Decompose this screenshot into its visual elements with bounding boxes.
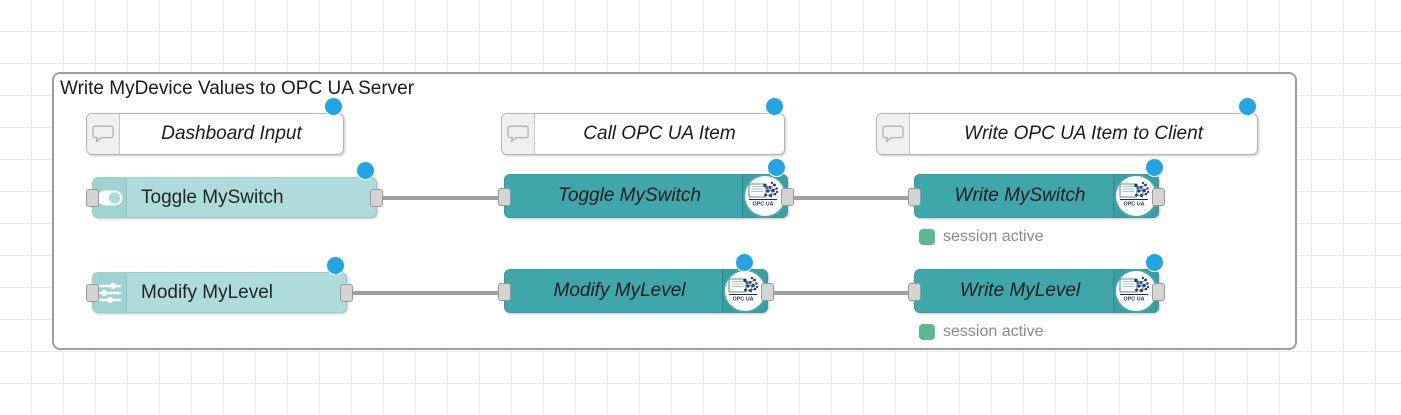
- wire-toggle-to-call: [378, 196, 504, 200]
- node-status-myswitch: session active: [919, 228, 1044, 246]
- wire-call-to-write: [788, 196, 914, 200]
- svg-text:OPC UA: OPC UA: [1124, 202, 1145, 208]
- comment-label: Write OPC UA Item to Client: [964, 123, 1203, 144]
- node-input-port[interactable]: [86, 284, 99, 302]
- opcua-item-call-node-myswitch[interactable]: Toggle MySwitch: [498, 174, 794, 218]
- node-output-port[interactable]: [1152, 283, 1165, 301]
- node-status-mylevel: session active: [919, 323, 1044, 341]
- status-indicator-green: [919, 324, 935, 340]
- toggle-switch-icon: [93, 178, 127, 217]
- comment-node-dashboard-input[interactable]: Dashboard Input: [86, 113, 344, 155]
- svg-text:OPC UA: OPC UA: [733, 297, 754, 303]
- dashboard-slider-node[interactable]: Modify MyLevel: [86, 272, 353, 313]
- node-output-port[interactable]: [1152, 188, 1165, 206]
- comment-node-call-opcua-item[interactable]: Call OPC UA Item: [501, 113, 785, 155]
- opcua-item-call-node-mylevel[interactable]: Modify MyLevel: [498, 269, 774, 313]
- node-status-dot: [326, 256, 345, 275]
- node-output-port[interactable]: [370, 189, 383, 207]
- node-status-dot: [765, 97, 784, 116]
- opcua-logo-icon: OPC UA: [1113, 269, 1158, 313]
- node-input-port[interactable]: [908, 283, 921, 301]
- node-status-dot: [735, 253, 754, 272]
- node-status-dot: [356, 161, 375, 180]
- dashboard-switch-node[interactable]: Toggle MySwitch: [86, 177, 383, 218]
- status-label: session active: [943, 228, 1044, 245]
- node-input-port[interactable]: [908, 188, 921, 206]
- node-status-dot: [1145, 158, 1164, 177]
- node-status-dot: [767, 158, 786, 177]
- node-input-port[interactable]: [86, 189, 99, 207]
- node-label: Write MySwitch: [954, 185, 1086, 206]
- status-label: session active: [943, 323, 1044, 340]
- svg-text:OPC UA: OPC UA: [753, 202, 774, 208]
- speech-bubble-icon: [502, 114, 535, 154]
- node-output-port[interactable]: [761, 283, 774, 301]
- group-title: Write MyDevice Values to OPC UA Server: [60, 78, 415, 99]
- node-output-port[interactable]: [781, 188, 794, 206]
- node-status-dot: [324, 97, 343, 116]
- node-label: Write MyLevel: [959, 280, 1081, 301]
- node-label: Modify MyLevel: [141, 281, 273, 303]
- opcua-logo-icon: OPC UA: [722, 269, 767, 313]
- status-indicator-green: [919, 229, 935, 245]
- opcua-logo-icon: OPC UA: [742, 174, 787, 218]
- svg-text:OPC UA: OPC UA: [1124, 297, 1145, 303]
- comment-node-write-opcua-item[interactable]: Write OPC UA Item to Client: [876, 113, 1258, 155]
- node-label: Toggle MySwitch: [141, 186, 284, 208]
- node-label: Toggle MySwitch: [558, 185, 701, 206]
- node-status-dot: [1238, 97, 1257, 116]
- comment-label: Dashboard Input: [161, 123, 302, 144]
- node-output-port[interactable]: [340, 284, 353, 302]
- node-label: Modify MyLevel: [553, 280, 686, 301]
- node-status-dot: [1145, 253, 1164, 272]
- speech-bubble-icon: [87, 114, 120, 154]
- comment-label: Call OPC UA Item: [583, 123, 736, 144]
- wire-call-to-write: [768, 291, 914, 295]
- opcua-write-node-mylevel[interactable]: Write MyLevel: [908, 269, 1165, 313]
- speech-bubble-icon: [877, 114, 910, 154]
- node-input-port[interactable]: [498, 283, 511, 301]
- node-input-port[interactable]: [498, 188, 511, 206]
- opcua-logo-icon: OPC UA: [1113, 174, 1158, 218]
- opcua-write-node-myswitch[interactable]: Write MySwitch: [908, 174, 1165, 218]
- wire-modify-to-call: [348, 291, 504, 295]
